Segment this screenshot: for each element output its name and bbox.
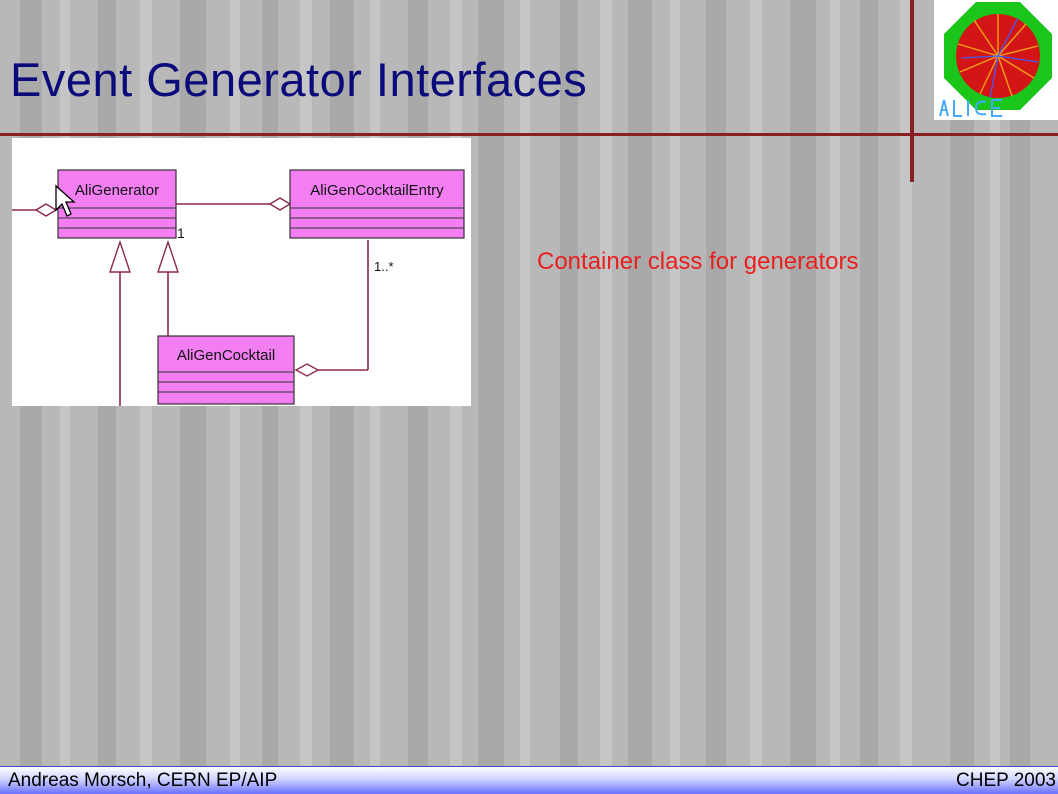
class-name-ali-gen-cocktail-entry: AliGenCocktailEntry <box>310 182 444 199</box>
inheritance-arrow-left <box>109 239 131 273</box>
alice-logo <box>934 0 1058 120</box>
aggregation-diamond-cocktail <box>294 363 320 377</box>
multiplicity-many: 1..* <box>374 259 394 274</box>
class-ali-generator: AliGenerator <box>57 169 177 239</box>
footer-author: Andreas Morsch, CERN EP/AIP <box>8 770 278 791</box>
multiplicity-one: 1 <box>177 225 185 241</box>
class-ali-gen-cocktail: AliGenCocktail <box>157 335 295 405</box>
title-divider-vertical <box>910 0 914 182</box>
class-name-ali-gen-cocktail: AliGenCocktail <box>177 347 275 364</box>
title-divider-horizontal <box>0 133 1058 136</box>
inheritance-arrow-right <box>157 239 179 273</box>
uml-class-diagram: AliGenerator AliGenCocktailEntry AliGenC… <box>12 138 471 406</box>
slide-title: Event Generator Interfaces <box>10 53 588 106</box>
class-ali-gen-cocktail-entry: AliGenCocktailEntry <box>289 169 465 239</box>
mouse-pointer-icon <box>55 184 76 217</box>
container-note: Container class for generators <box>537 248 859 275</box>
footer-conference: CHEP 2003 <box>956 770 1056 791</box>
class-name-ali-generator: AliGenerator <box>75 182 159 199</box>
footer-bar: Andreas Morsch, CERN EP/AIP CHEP 2003 <box>0 766 1058 794</box>
